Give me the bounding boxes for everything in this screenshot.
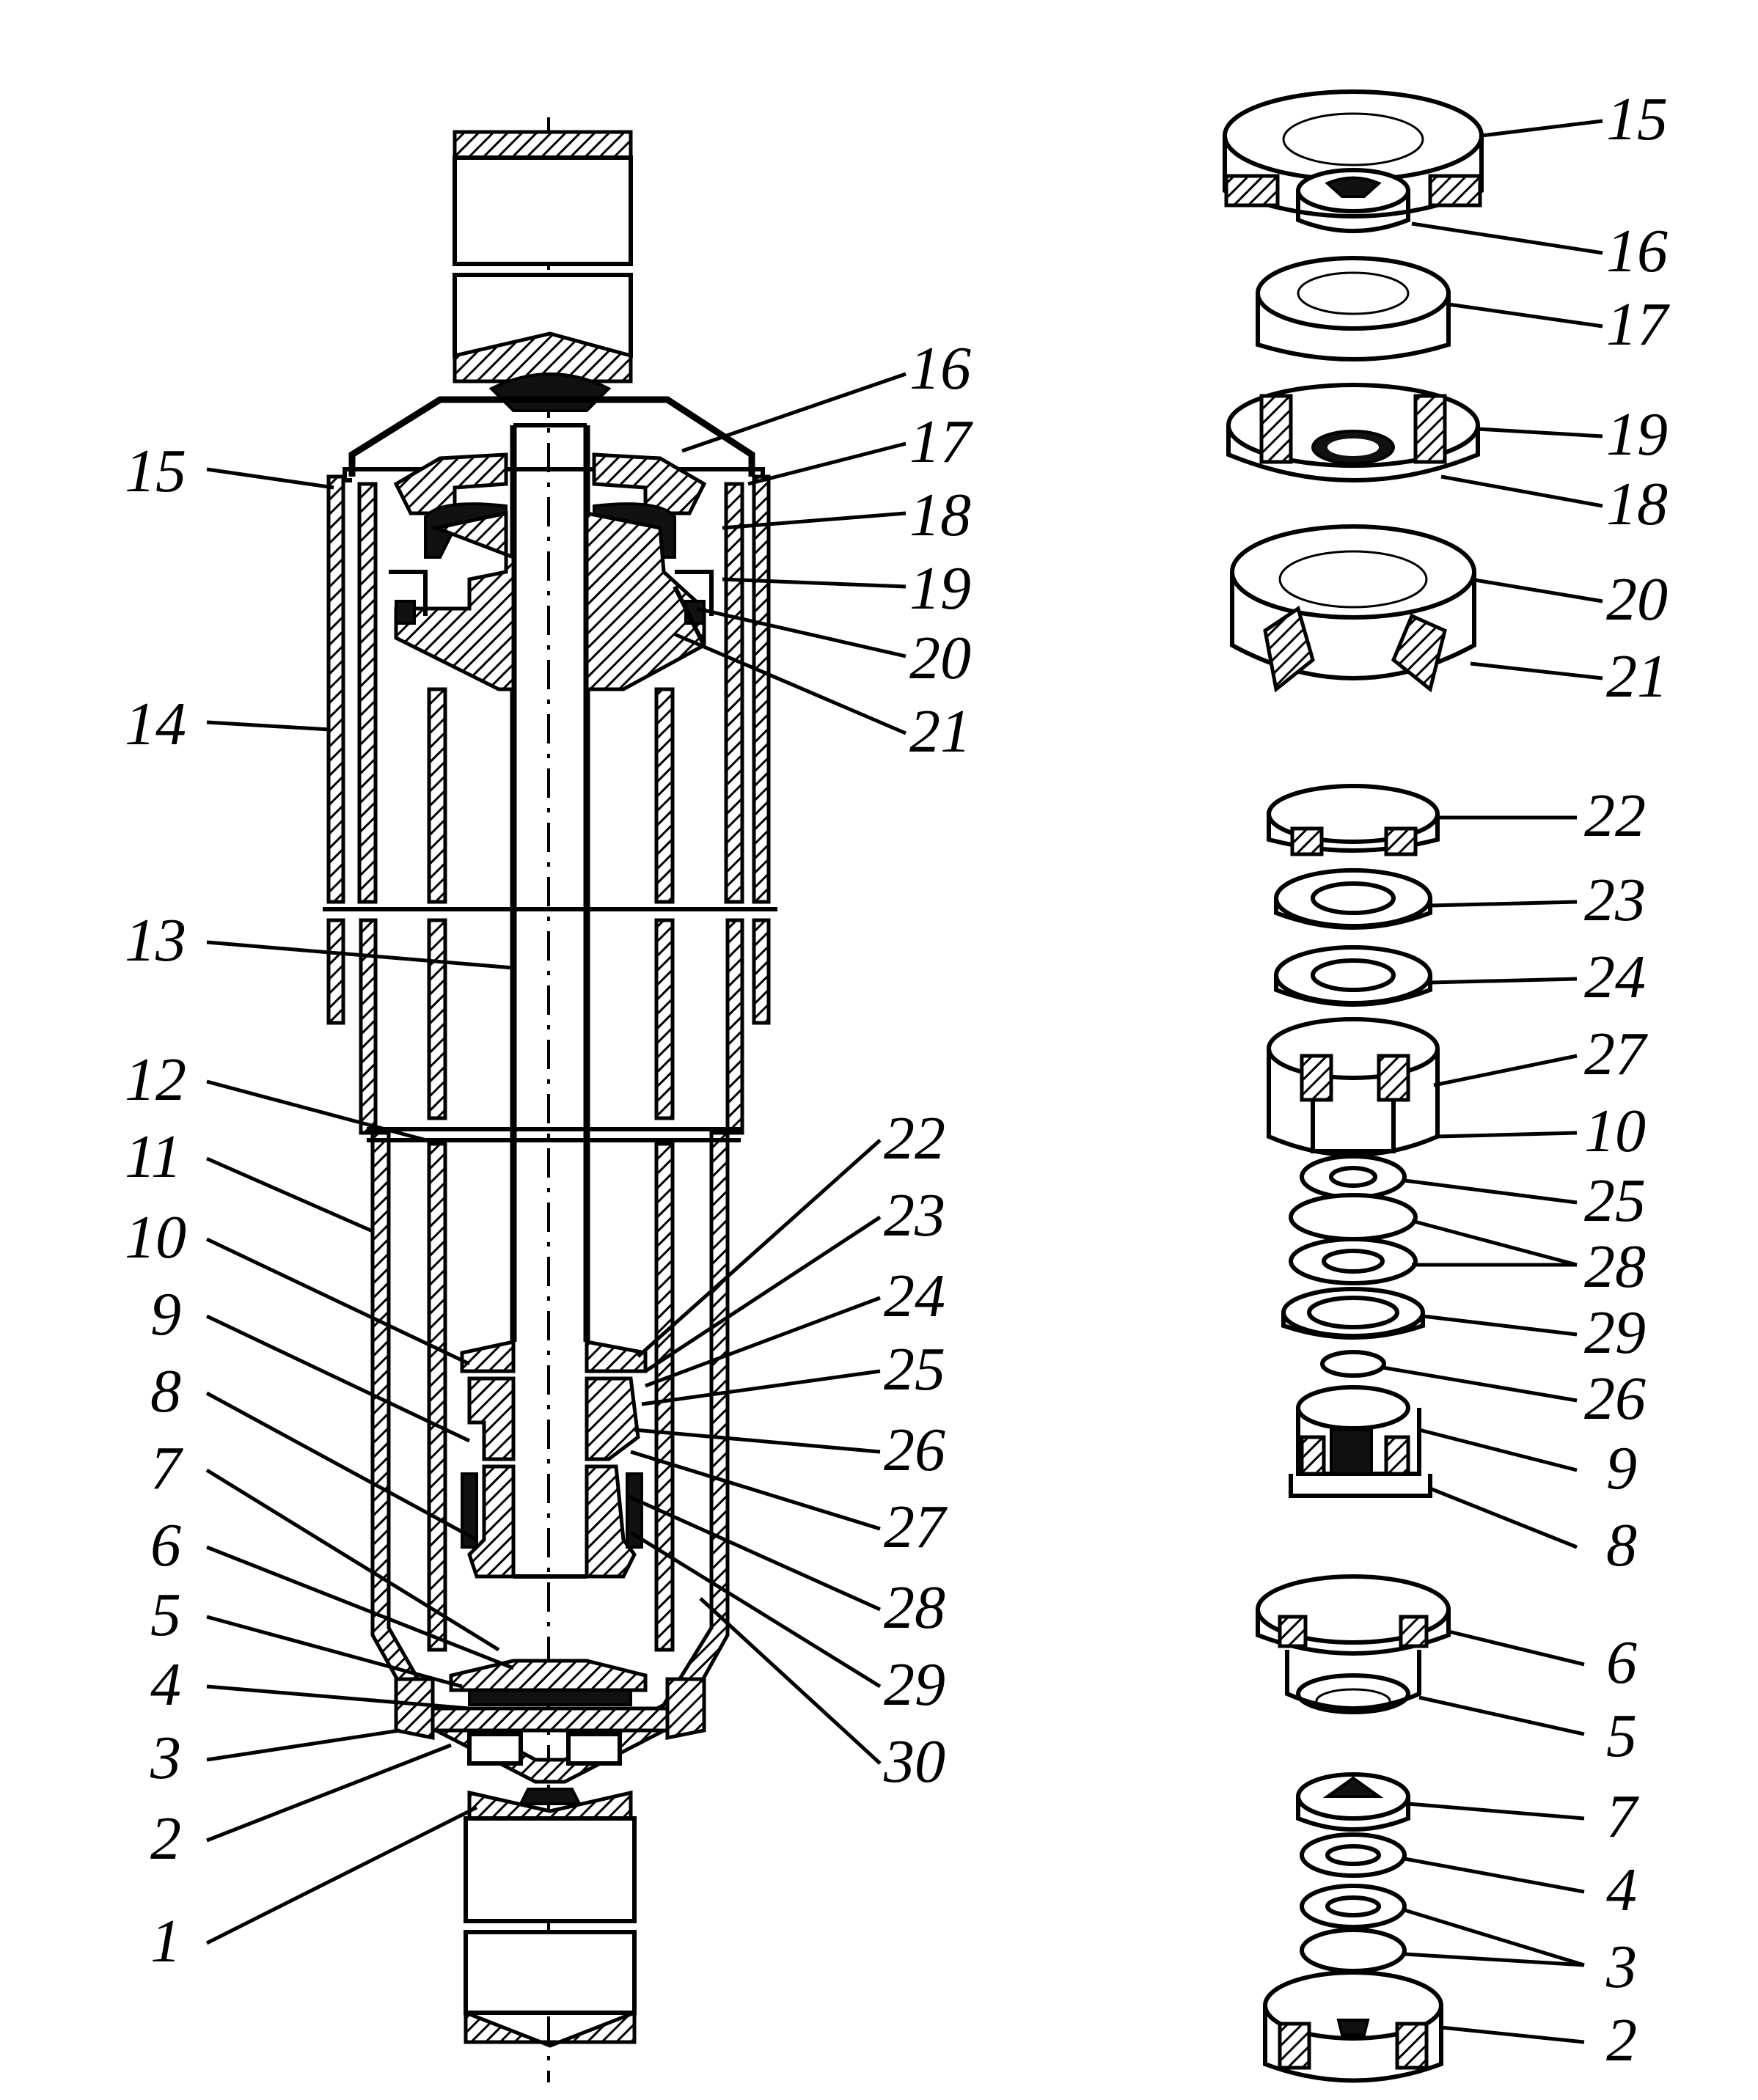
label-16-exploded: 16 bbox=[1606, 217, 1668, 285]
label-5: 5 bbox=[150, 1581, 181, 1649]
part-23-disc bbox=[1274, 868, 1432, 930]
exploded-rod-guide-group: 15 16 17 19 18 20 21 bbox=[1223, 85, 1670, 711]
part-16-seal bbox=[1296, 168, 1410, 233]
part-17-washer bbox=[1256, 256, 1451, 361]
label-6: 6 bbox=[150, 1511, 181, 1579]
label-10-exploded: 10 bbox=[1584, 1097, 1646, 1165]
label-24: 24 bbox=[884, 1262, 945, 1330]
part-7-4-discs bbox=[1296, 1772, 1410, 1878]
label-26-exploded: 26 bbox=[1584, 1365, 1646, 1433]
upper-mount-eye bbox=[453, 130, 633, 412]
label-17: 17 bbox=[909, 408, 973, 476]
labels-main: 16 17 18 19 20 21 15 14 13 12 11 10 9 8 … bbox=[125, 334, 973, 1975]
label-23: 23 bbox=[884, 1181, 945, 1249]
label-4: 4 bbox=[150, 1651, 181, 1719]
part-6-5-cage bbox=[1256, 1574, 1451, 1714]
label-26: 26 bbox=[884, 1416, 945, 1484]
dust-cover bbox=[326, 474, 771, 1025]
part-3-discs bbox=[1300, 1884, 1407, 1973]
label-3: 3 bbox=[150, 1724, 181, 1792]
reservoir-tube bbox=[357, 482, 744, 1784]
compression-valve bbox=[394, 1659, 706, 1766]
label-7: 7 bbox=[150, 1434, 183, 1502]
label-16: 16 bbox=[909, 334, 971, 403]
label-27: 27 bbox=[884, 1493, 948, 1561]
label-22-exploded: 22 bbox=[1584, 782, 1646, 850]
label-10: 10 bbox=[125, 1203, 186, 1271]
label-22: 22 bbox=[884, 1104, 945, 1172]
label-4-exploded: 4 bbox=[1606, 1856, 1637, 1924]
label-15: 15 bbox=[125, 437, 186, 505]
part-25-28-valve-discs bbox=[1289, 1154, 1418, 1285]
lower-mount-eye bbox=[464, 1788, 637, 2048]
label-29: 29 bbox=[884, 1651, 945, 1719]
label-20-exploded: 20 bbox=[1606, 565, 1668, 634]
label-8-exploded: 8 bbox=[1606, 1511, 1637, 1579]
label-1: 1 bbox=[150, 1907, 181, 1975]
label-15-exploded: 15 bbox=[1606, 85, 1668, 153]
label-8: 8 bbox=[150, 1357, 181, 1425]
label-24-exploded: 24 bbox=[1584, 943, 1646, 1011]
label-25-exploded: 25 bbox=[1584, 1167, 1646, 1235]
rod-guide-seals bbox=[389, 452, 714, 691]
leaders-main-left bbox=[205, 467, 514, 1945]
label-17-exploded: 17 bbox=[1606, 290, 1670, 359]
part-27-10-piston bbox=[1267, 1017, 1440, 1157]
label-25: 25 bbox=[884, 1335, 945, 1403]
label-27-exploded: 27 bbox=[1584, 1020, 1648, 1088]
part-20-21-body bbox=[1230, 524, 1476, 693]
exploded-piston-group: 22 23 24 27 10 25 28 29 26 9 8 bbox=[1267, 782, 1648, 1579]
label-2-exploded: 2 bbox=[1606, 2006, 1637, 2074]
label-7-exploded: 7 bbox=[1606, 1783, 1639, 1851]
label-21-exploded: 21 bbox=[1606, 642, 1668, 711]
working-cylinder bbox=[427, 687, 675, 1652]
label-19-exploded: 19 bbox=[1606, 400, 1668, 469]
label-3-exploded: 3 bbox=[1605, 1933, 1637, 2001]
label-18-exploded: 18 bbox=[1606, 470, 1668, 538]
label-9-exploded: 9 bbox=[1606, 1434, 1637, 1502]
label-20: 20 bbox=[909, 624, 971, 692]
label-9: 9 bbox=[150, 1280, 181, 1348]
label-30: 30 bbox=[883, 1728, 945, 1796]
label-2: 2 bbox=[150, 1805, 181, 1873]
label-11: 11 bbox=[125, 1123, 182, 1191]
label-19: 19 bbox=[909, 554, 971, 623]
part-24-disc bbox=[1274, 945, 1432, 1007]
label-5-exploded: 5 bbox=[1606, 1702, 1637, 1770]
label-14: 14 bbox=[125, 690, 186, 758]
leaders-main-right bbox=[626, 372, 907, 1765]
label-21: 21 bbox=[909, 697, 971, 766]
label-23-exploded: 23 bbox=[1584, 866, 1646, 934]
label-29-exploded: 29 bbox=[1584, 1299, 1646, 1367]
part-9-8-nut-spring bbox=[1289, 1385, 1432, 1498]
part-29-26-ring bbox=[1281, 1287, 1425, 1378]
label-13: 13 bbox=[125, 906, 186, 974]
part-19-guide bbox=[1226, 383, 1480, 482]
label-12: 12 bbox=[125, 1046, 186, 1114]
piston-assembly bbox=[460, 1339, 648, 1579]
label-28: 28 bbox=[884, 1574, 945, 1642]
exploded-compression-valve-group: 6 5 7 4 3 2 bbox=[1256, 1574, 1639, 2083]
main-section-view: 16 17 18 19 20 21 15 14 13 12 11 10 9 8 … bbox=[125, 117, 973, 2082]
part-22-plate bbox=[1267, 784, 1440, 856]
label-6-exploded: 6 bbox=[1606, 1629, 1637, 1697]
label-18: 18 bbox=[909, 481, 971, 549]
part-15-cap bbox=[1223, 89, 1484, 219]
part-2-body bbox=[1263, 1970, 1443, 2083]
label-28-exploded: 28 bbox=[1584, 1233, 1646, 1301]
